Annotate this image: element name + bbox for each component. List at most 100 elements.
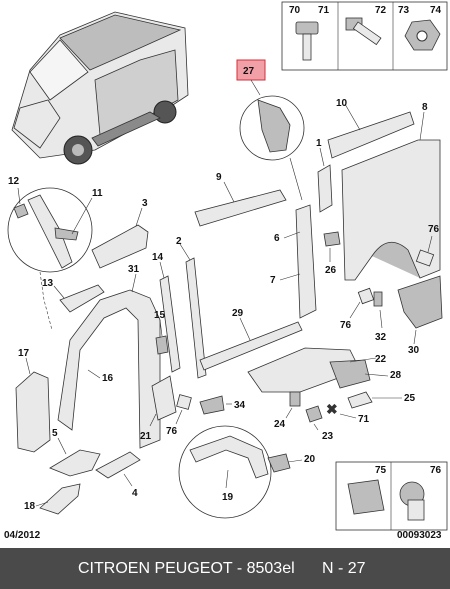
label-71b: 71 xyxy=(358,414,370,425)
lead-5 xyxy=(57,437,67,455)
lead-11 xyxy=(71,197,93,235)
part-19-arch-liner xyxy=(189,435,269,479)
label-27: 27 xyxy=(243,66,255,77)
part-28-bracket xyxy=(329,359,371,389)
label-16: 16 xyxy=(102,373,114,384)
bolt-head xyxy=(295,21,319,35)
label-2: 2 xyxy=(176,236,182,247)
label-9: 9 xyxy=(216,172,222,183)
bolt-shank xyxy=(352,21,382,46)
part-4-panel xyxy=(95,451,141,479)
label-7: 7 xyxy=(270,275,276,286)
label-8: 8 xyxy=(422,102,428,113)
lead-14 xyxy=(159,261,165,279)
label-19: 19 xyxy=(222,492,234,503)
van-rear-wheel xyxy=(153,100,177,124)
label-26: 26 xyxy=(325,265,337,276)
label-22: 22 xyxy=(375,354,387,365)
part-10-rail xyxy=(327,111,415,159)
label-25: 25 xyxy=(404,393,416,404)
label-3: 3 xyxy=(142,198,148,209)
footer-bar: CITROEN PEUGEOT - 8503el N - 27 xyxy=(0,548,450,589)
part-13-bracket xyxy=(59,284,105,313)
lead-4 xyxy=(123,473,133,487)
plug-76b xyxy=(357,287,375,305)
part-17-panel xyxy=(15,371,51,453)
lead-76b xyxy=(349,301,361,319)
label-5: 5 xyxy=(52,428,58,439)
part-5-arch xyxy=(49,449,101,477)
lead-76a xyxy=(427,235,433,253)
label-76c: 76 xyxy=(166,426,178,437)
lead-6 xyxy=(283,231,301,239)
label-29: 29 xyxy=(232,308,244,319)
part-2-pillar xyxy=(185,257,207,379)
part-7-pillar xyxy=(295,204,317,319)
bolt-70-71 xyxy=(295,21,319,61)
lead-24 xyxy=(285,407,293,419)
label-12: 12 xyxy=(8,176,20,187)
bolt-shank xyxy=(302,33,312,61)
lead-18 xyxy=(35,501,49,507)
label-23: 23 xyxy=(322,431,334,442)
label-1: 1 xyxy=(316,138,322,149)
part-12-clip xyxy=(13,203,29,219)
lead-10 xyxy=(344,103,361,131)
van-front xyxy=(13,99,61,149)
label-74: 74 xyxy=(430,5,442,16)
part-1-pillar xyxy=(317,164,333,213)
part-34-block xyxy=(199,395,225,415)
label-76b: 76 xyxy=(340,320,352,331)
part-31-16-frame xyxy=(57,289,161,449)
lead-17 xyxy=(25,357,31,375)
lead-16 xyxy=(87,369,101,379)
label-20: 20 xyxy=(304,454,316,465)
lead-8 xyxy=(419,111,425,141)
diagram-date: 04/2012 xyxy=(4,530,41,541)
lead-29 xyxy=(239,317,251,341)
label-15: 15 xyxy=(154,310,166,321)
part-24-clip xyxy=(289,391,301,407)
label-24: 24 xyxy=(274,419,286,430)
van-roof xyxy=(59,14,182,71)
lead-2 xyxy=(179,243,191,261)
lead-31 xyxy=(131,273,137,293)
lead-21 xyxy=(149,413,157,427)
part-21-panel xyxy=(151,375,177,421)
label-72: 72 xyxy=(375,5,387,16)
label-28: 28 xyxy=(390,370,402,381)
clip-75 xyxy=(347,479,385,515)
part-12-11-pillar xyxy=(27,194,73,269)
part-18-arch xyxy=(39,483,81,515)
lead-76c xyxy=(175,409,183,425)
part-15-clip xyxy=(155,335,169,355)
part-14-strip xyxy=(159,275,181,373)
part-71-clip-icon: ✖ xyxy=(326,401,338,417)
label-18: 18 xyxy=(24,501,36,512)
lead-71b xyxy=(339,413,357,419)
label-76a: 76 xyxy=(428,224,440,235)
part-11-clip xyxy=(54,227,79,241)
label-6: 6 xyxy=(274,233,280,244)
van-windshield xyxy=(29,39,89,101)
label-73: 73 xyxy=(398,5,410,16)
label-11: 11 xyxy=(92,188,103,199)
part-23-clip xyxy=(305,405,323,423)
part-32-clip xyxy=(373,291,383,307)
label-30: 30 xyxy=(408,345,420,356)
part-29-sill xyxy=(199,321,303,371)
footer-page-ref: N - 27 xyxy=(322,560,366,577)
lead-20 xyxy=(287,459,303,463)
footer-brand-code: CITROEN PEUGEOT - 8503el xyxy=(78,560,295,577)
nut-hole xyxy=(416,30,428,42)
label-21: 21 xyxy=(140,431,152,442)
part-26-bracket xyxy=(323,231,341,247)
label-13: 13 xyxy=(42,278,54,289)
van-sill-highlight xyxy=(91,111,161,147)
lead-32 xyxy=(379,309,383,329)
diagram-doc-ref: 00093023 xyxy=(397,530,442,541)
label-76d: 76 xyxy=(430,465,442,476)
part-27-bracket xyxy=(257,99,291,153)
lead-13 xyxy=(53,285,65,299)
lead-1 xyxy=(319,147,325,167)
